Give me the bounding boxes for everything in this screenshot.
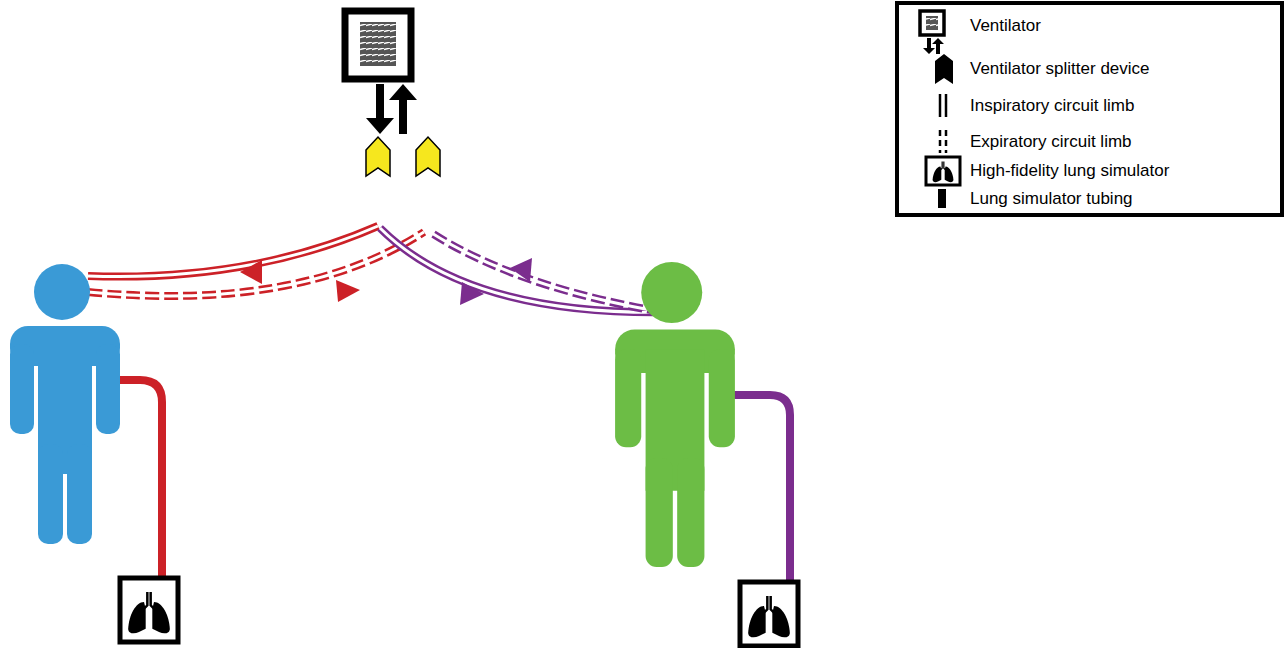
legend-lung-simulator-icon [926,157,960,185]
legend-label: Ventilator splitter device [970,59,1150,79]
legend-label: High-fidelity lung simulator [970,161,1169,181]
patient-left [10,264,120,544]
lung-simulator [120,578,798,646]
legend-label: Lung simulator tubing [970,189,1133,209]
legend-label: Inspiratory circuit limb [970,96,1134,116]
patient-right [615,262,735,567]
legend-tubing-icon [938,189,946,208]
legend-ventilator-icon [920,11,944,54]
flow-arrowheads [240,258,532,305]
legend-label: Expiratory circuit limb [970,132,1132,152]
ventilator-splitter [366,137,440,176]
legend-label: Ventilator [970,16,1041,36]
legend-inspiratory-icon [940,94,946,117]
legend [897,3,1282,215]
ventilator [345,11,417,134]
legend-splitter-icon [935,54,953,84]
circuit-limbs [88,226,680,315]
legend-expiratory-icon [940,130,946,153]
